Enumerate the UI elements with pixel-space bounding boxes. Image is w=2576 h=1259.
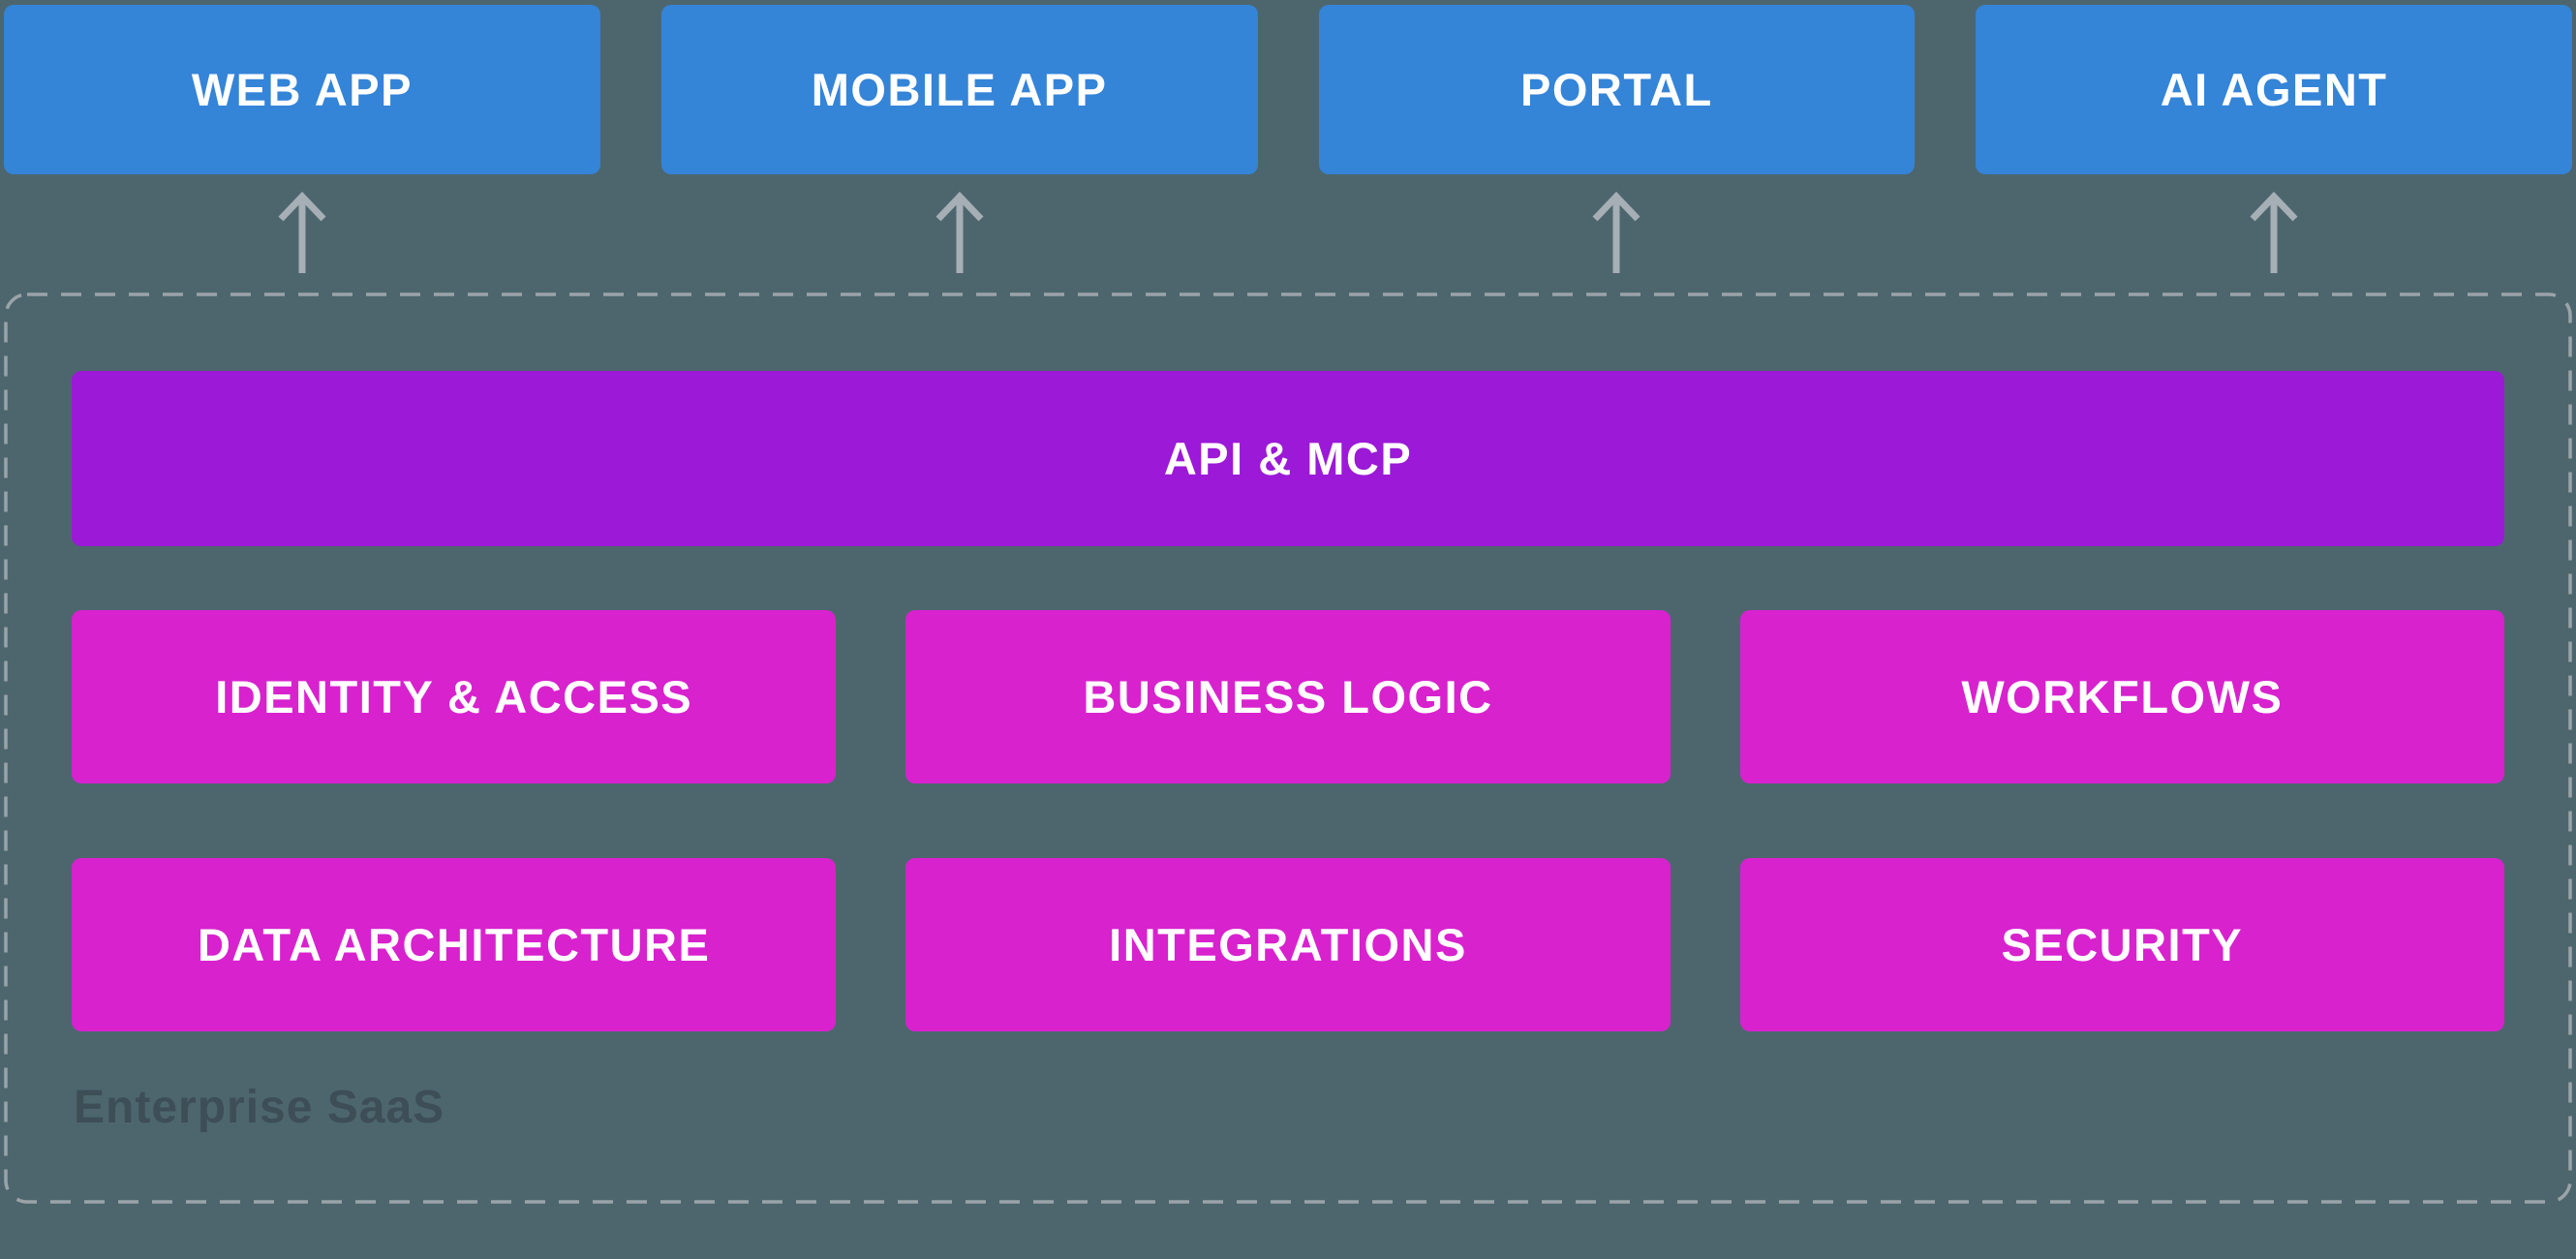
up-arrow-icon xyxy=(935,191,984,273)
enterprise-saas-label: Enterprise SaaS xyxy=(74,1082,445,1133)
up-arrow-icon xyxy=(2250,191,2298,273)
module-box-security: SECURITY xyxy=(1739,858,2504,1031)
module-box-business-logic: BUSINESS LOGIC xyxy=(905,610,1671,783)
module-label-integrations: INTEGRATIONS xyxy=(1109,919,1467,970)
clients-row: WEB APP MOBILE APP PORTAL AI AGENT xyxy=(4,5,2572,174)
up-arrow-icon xyxy=(1592,191,1641,273)
module-box-workflows: WORKFLOWS xyxy=(1739,610,2504,783)
client-box-ai-agent: AI AGENT xyxy=(1976,5,2572,174)
module-box-integrations: INTEGRATIONS xyxy=(905,858,1671,1031)
api-mcp-box: API & MCP xyxy=(72,371,2504,546)
module-label-security: SECURITY xyxy=(2001,919,2244,970)
module-label-identity-access: IDENTITY & ACCESS xyxy=(215,671,693,722)
arrows-row xyxy=(4,186,2572,277)
client-label-mobile-app: MOBILE APP xyxy=(811,64,1108,115)
client-label-web-app: WEB APP xyxy=(191,64,413,115)
module-label-business-logic: BUSINESS LOGIC xyxy=(1083,671,1493,722)
up-arrow-icon xyxy=(278,191,326,273)
dashed-border xyxy=(4,292,2572,1204)
client-label-portal: PORTAL xyxy=(1520,64,1713,115)
client-box-mobile-app: MOBILE APP xyxy=(660,5,1258,174)
client-box-web-app: WEB APP xyxy=(4,5,600,174)
module-box-identity-access: IDENTITY & ACCESS xyxy=(72,610,837,783)
client-label-ai-agent: AI AGENT xyxy=(2160,64,2388,115)
modules-grid: IDENTITY & ACCESS BUSINESS LOGIC WORKFLO… xyxy=(72,610,2504,1031)
api-mcp-label: API & MCP xyxy=(1163,433,1413,484)
client-box-portal: PORTAL xyxy=(1318,5,1916,174)
enterprise-saas-boundary: API & MCP IDENTITY & ACCESS BUSINESS LOG… xyxy=(4,292,2572,1204)
module-label-workflows: WORKFLOWS xyxy=(1961,671,2284,722)
module-box-data-architecture: DATA ARCHITECTURE xyxy=(72,858,837,1031)
module-label-data-architecture: DATA ARCHITECTURE xyxy=(197,919,711,970)
